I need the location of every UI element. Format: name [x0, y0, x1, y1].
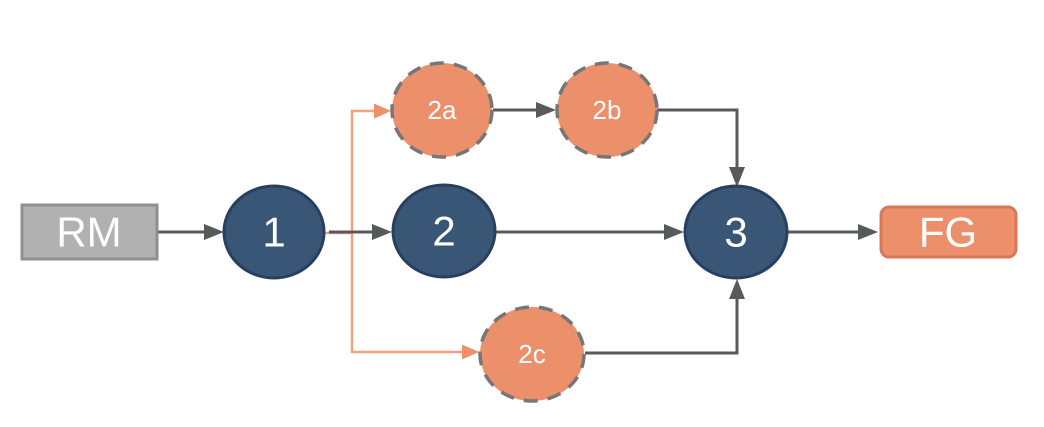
node-1: 1 — [222, 184, 326, 280]
edge-2a-to-2b — [493, 102, 556, 118]
node-2c: 2c — [478, 305, 586, 403]
edge-2b-to-3-arrowhead — [729, 167, 745, 187]
edge-rm-to-1-arrowhead — [204, 224, 224, 240]
node-rm: RM — [20, 203, 159, 261]
node-1-label: 1 — [262, 209, 285, 256]
node-3-shape — [683, 184, 789, 280]
node-2b-label: 2b — [593, 95, 622, 125]
node-fg: FG — [879, 205, 1018, 259]
node-2a-label: 2a — [428, 95, 457, 125]
edge-1-to-2 — [329, 224, 392, 240]
node-fg-label: FG — [919, 209, 977, 256]
edge-3-to-fg-arrowhead — [858, 224, 878, 240]
node-fg-box — [879, 205, 1018, 259]
node-2c-shape — [478, 305, 586, 403]
edge-2c-to-3-arrowhead — [729, 279, 745, 299]
edge-2c-to-3 — [585, 279, 745, 355]
node-2c-label: 2c — [518, 339, 545, 369]
node-rm-label: RM — [56, 209, 121, 256]
node-2a: 2a — [390, 61, 494, 159]
node-rm-box — [20, 203, 159, 261]
node-2b: 2b — [555, 61, 659, 159]
node-3-label: 3 — [724, 209, 747, 256]
node-2-shape — [391, 183, 497, 279]
edge-2-to-3-arrowhead — [664, 224, 684, 240]
node-2b-shape — [555, 61, 659, 159]
edge-2-to-3 — [495, 224, 684, 240]
edge-1-to-2c-line — [350, 233, 462, 354]
edge-1-to-2c — [350, 233, 479, 360]
edge-rm-to-1 — [158, 224, 224, 240]
node-2a-shape — [390, 61, 494, 159]
edge-2a-to-2b-arrowhead — [536, 102, 556, 118]
edge-1-to-2a — [324, 103, 391, 235]
edge-1-to-2c-arrowhead — [462, 344, 479, 360]
edge-1-to-2a-line — [324, 109, 375, 235]
node-2: 2 — [391, 183, 497, 279]
edge-2b-to-3 — [657, 108, 745, 187]
edge-2c-to-3-line — [585, 297, 739, 355]
edge-1-to-2a-arrowhead — [374, 103, 391, 119]
node-2-label: 2 — [432, 208, 455, 255]
edge-3-to-fg — [787, 224, 878, 240]
edge-1-to-2-arrowhead — [372, 224, 392, 240]
node-3: 3 — [683, 184, 789, 280]
edge-2b-to-3-line — [657, 108, 739, 169]
node-1-shape — [222, 184, 326, 280]
